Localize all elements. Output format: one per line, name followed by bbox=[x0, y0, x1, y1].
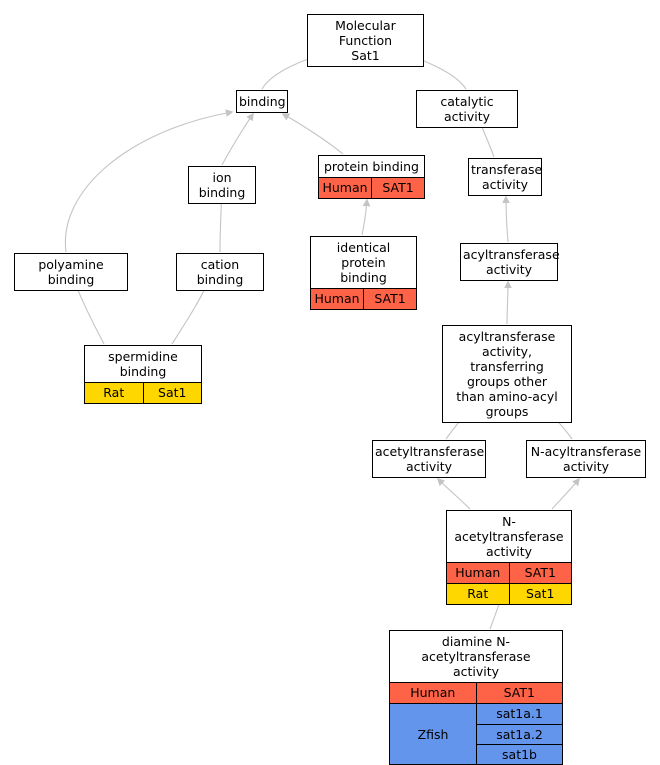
annotation-species-cell: Human bbox=[390, 683, 476, 703]
node-label: spermidine binding bbox=[108, 349, 178, 379]
node-acyltransferase-activity[interactable]: acyltransferase activity bbox=[460, 243, 560, 281]
node-diamine-n-acetyltransferase-activity[interactable]: diamine N-acetyltransferase activity Hum… bbox=[389, 630, 563, 765]
edge-protein-binding-to-binding bbox=[281, 113, 344, 155]
annotation-row: Rat Sat1 bbox=[85, 382, 201, 403]
annotation-gene-cell[interactable]: SAT1 bbox=[363, 289, 416, 309]
annotation-gene-cell[interactable]: Sat1 bbox=[508, 584, 571, 604]
node-protein-binding[interactable]: protein binding Human SAT1 bbox=[318, 155, 425, 199]
node-acetyltransferase-activity[interactable]: acetyltransferase activity bbox=[372, 440, 486, 478]
node-label: N-acyltransferase activity bbox=[530, 444, 642, 474]
annotation-gene-cell[interactable]: SAT1 bbox=[371, 178, 424, 198]
node-label: polyamine binding bbox=[38, 257, 104, 287]
annotation-row: Human SAT1 bbox=[390, 682, 562, 703]
edge-identical-protein-binding-to-protein-binding bbox=[361, 198, 371, 236]
annotation-gene-cell[interactable]: SAT1 bbox=[475, 683, 562, 703]
node-label: N-acetyltransferase activity bbox=[454, 514, 564, 559]
annotation-species-cell: Rat bbox=[85, 383, 143, 403]
node-binding[interactable]: binding bbox=[236, 90, 288, 113]
node-acyltransferase-transferring[interactable]: acyltransferase activity, transferring g… bbox=[442, 325, 572, 423]
node-label: acetyltransferase activity bbox=[375, 444, 485, 474]
zfish-annotation-block: Zfish sat1a.1 sat1a.2 sat1b bbox=[390, 703, 562, 764]
node-polyamine-binding[interactable]: polyamine binding bbox=[14, 253, 128, 291]
node-catalytic-activity[interactable]: catalytic activity bbox=[416, 90, 518, 128]
node-label: acyltransferase activity, transferring g… bbox=[456, 329, 558, 419]
annotation-row: Human SAT1 bbox=[311, 288, 416, 309]
annotation-gene-cell[interactable]: sat1a.1 bbox=[477, 704, 562, 724]
annotation-species-cell: Zfish bbox=[390, 704, 476, 764]
edge-acyltransferase-transferring-to-acyltransferase-activity bbox=[504, 280, 512, 325]
edge-ion-binding-to-binding bbox=[221, 112, 254, 166]
node-transferase-activity[interactable]: transferase activity bbox=[468, 158, 542, 196]
annotation-row: Rat Sat1 bbox=[447, 583, 571, 604]
node-spermidine-binding[interactable]: spermidine binding Rat Sat1 bbox=[84, 345, 202, 404]
annotation-species-cell: Human bbox=[311, 289, 363, 309]
node-label: identical protein binding bbox=[336, 240, 391, 285]
node-label: transferase activity bbox=[471, 162, 543, 192]
node-n-acetyltransferase-activity[interactable]: N-acetyltransferase activity Human SAT1 … bbox=[446, 510, 572, 605]
node-label: cation binding bbox=[196, 257, 244, 287]
zfish-gene-list: sat1a.1 sat1a.2 sat1b bbox=[476, 704, 562, 764]
annotation-gene-cell[interactable]: sat1b bbox=[477, 744, 562, 764]
edge-n-acetyltransferase-activity-to-n-acyltransferase-activity bbox=[551, 477, 580, 510]
edge-acyltransferase-activity-to-transferase-activity bbox=[502, 195, 510, 243]
node-n-acyltransferase-activity[interactable]: N-acyltransferase activity bbox=[526, 440, 646, 478]
annotation-row: Human SAT1 bbox=[447, 562, 571, 583]
node-label: Molecular Function Sat1 bbox=[335, 18, 396, 63]
annotation-species-cell: Human bbox=[319, 178, 371, 198]
edge-n-acetyltransferase-activity-to-acetyltransferase-activity bbox=[436, 477, 471, 510]
node-label: protein binding bbox=[323, 159, 419, 174]
annotation-gene-cell[interactable]: sat1a.2 bbox=[477, 724, 562, 744]
annotation-row: Human SAT1 bbox=[319, 177, 424, 198]
node-cation-binding[interactable]: cation binding bbox=[176, 253, 264, 291]
node-label: diamine N-acetyltransferase activity bbox=[421, 634, 531, 679]
node-label: binding bbox=[239, 94, 286, 109]
annotation-species-cell: Rat bbox=[447, 584, 509, 604]
edge-polyamine-binding-to-binding bbox=[64, 109, 234, 253]
node-label: ion binding bbox=[198, 170, 246, 200]
node-molecular-function[interactable]: Molecular Function Sat1 bbox=[307, 14, 424, 67]
annotation-gene-cell[interactable]: Sat1 bbox=[142, 383, 201, 403]
node-label: acyltransferase activity bbox=[463, 247, 560, 277]
node-identical-protein-binding[interactable]: identical protein binding Human SAT1 bbox=[310, 236, 417, 310]
annotation-species-cell: Human bbox=[447, 563, 509, 583]
node-label: catalytic activity bbox=[440, 94, 494, 124]
annotation-gene-cell[interactable]: SAT1 bbox=[508, 563, 571, 583]
node-ion-binding[interactable]: ion binding bbox=[188, 166, 256, 204]
